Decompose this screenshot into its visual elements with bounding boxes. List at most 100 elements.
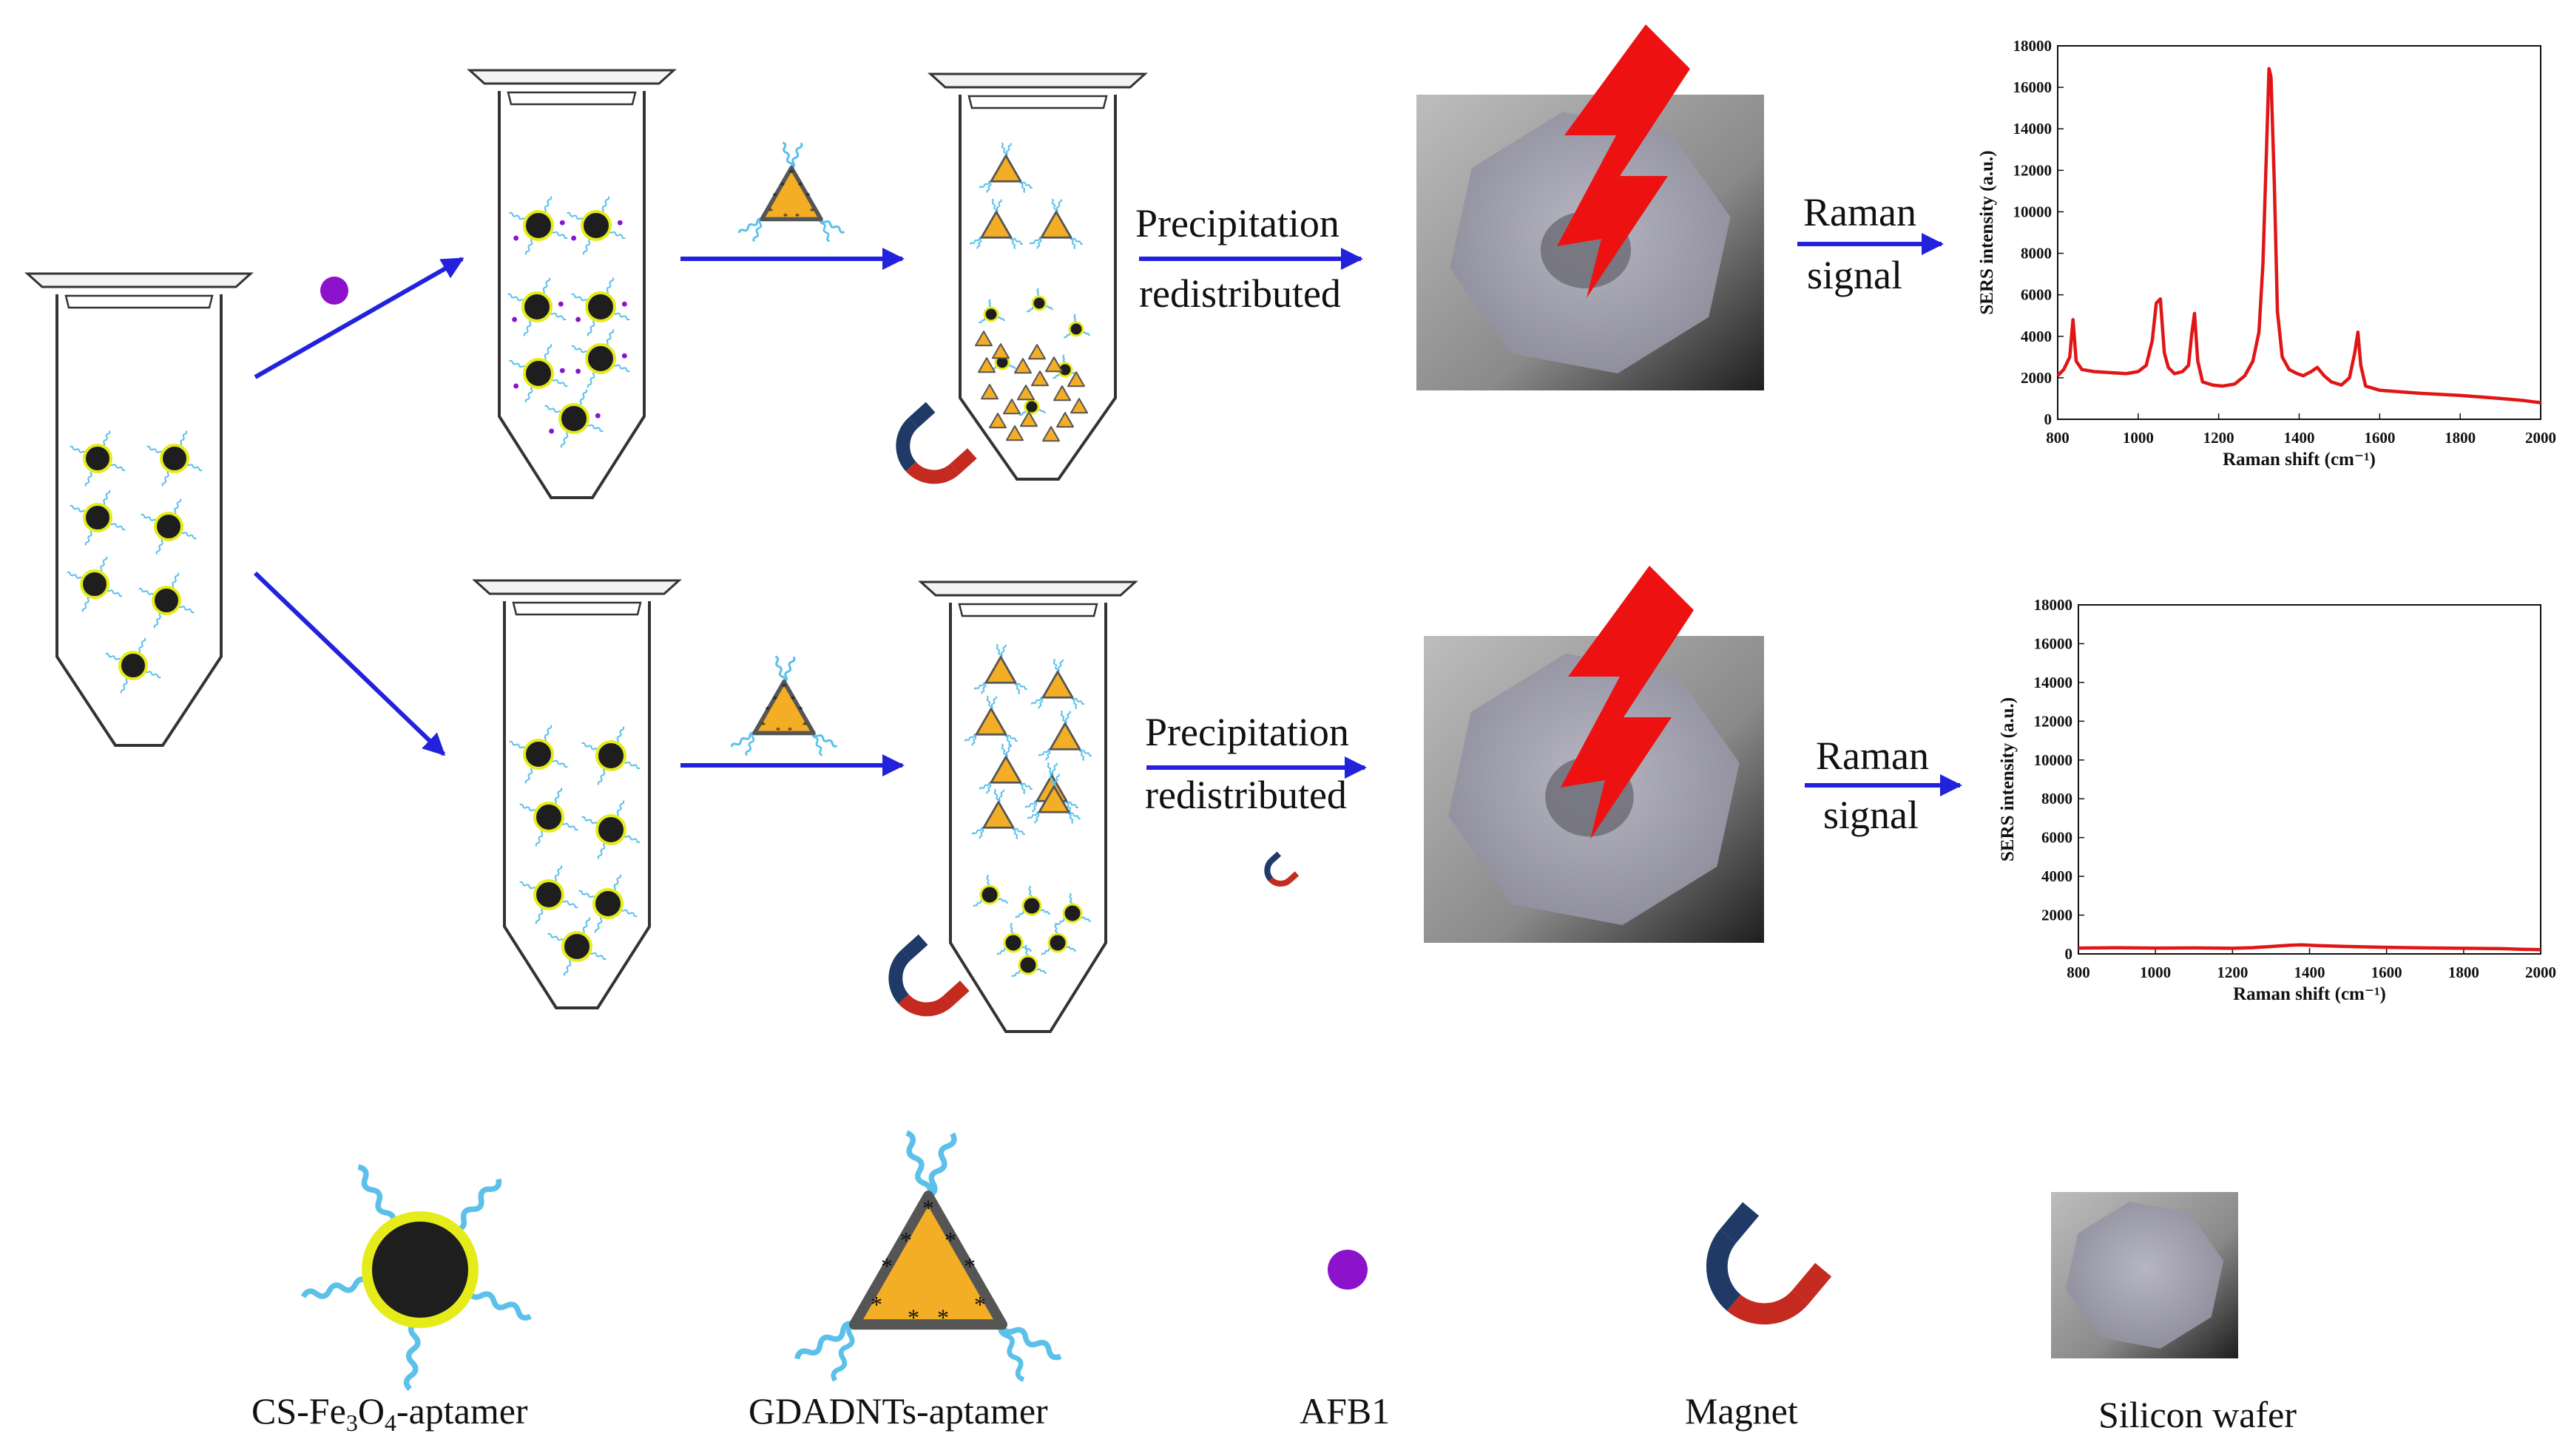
aptamer-strand	[1012, 827, 1018, 840]
cs-fe3o4-particle	[1021, 895, 1042, 916]
aptamer-strand	[1062, 354, 1066, 364]
aptamer-strand	[102, 430, 111, 447]
magnet-shape	[896, 402, 977, 484]
raman-reporter-star: *	[922, 1195, 934, 1222]
aptamer-strand	[554, 865, 563, 883]
aptamer-strand	[109, 463, 126, 472]
afb1-dot-icon	[512, 316, 518, 322]
wafer-photo-bottom	[1424, 566, 1764, 943]
tube-start	[24, 272, 254, 747]
aptamer-strand	[1028, 885, 1033, 898]
cs-fe3o4-particle	[83, 503, 112, 532]
silicon-wafer-icon	[2065, 1201, 2224, 1350]
aptamer-strand	[782, 141, 794, 169]
precipitation-label-bottom: Precipitation	[1145, 710, 1349, 754]
aptamer-strand	[986, 695, 993, 709]
aptamer-strand	[752, 218, 763, 243]
legend-afb1: AFB1	[1300, 1390, 1390, 1432]
tube-rim	[512, 601, 642, 616]
x-tick-label: 800	[2046, 429, 2070, 447]
afb1-dot-icon	[595, 413, 601, 419]
magnet-icon	[888, 934, 970, 1017]
y-tick-label: 18000	[2013, 37, 2053, 55]
aptamer-strand	[519, 803, 537, 812]
raman-reporter-star: *	[908, 1304, 919, 1330]
y-tick-label: 0	[2044, 410, 2053, 428]
aptamer-strand	[550, 759, 568, 768]
cs-fe3o4-particle	[154, 512, 183, 541]
aptamer-strand	[997, 898, 1009, 904]
process-arrows	[253, 233, 1962, 796]
aptamer-strand	[1010, 922, 1014, 935]
y-tick-label: 6000	[2021, 286, 2052, 304]
plot-frame	[2057, 45, 2541, 420]
raman-reporter-star: *	[798, 705, 803, 715]
x-tick-label: 1600	[2364, 429, 2395, 447]
aptamer-strand	[582, 237, 591, 255]
gdadnts-triangle	[1038, 785, 1070, 813]
aptamer-strand	[791, 142, 803, 169]
legend-silicon-wafer: Silicon wafer	[2098, 1394, 2297, 1435]
cs-fe3o4-particle	[581, 210, 612, 241]
raman-reporter-star: *	[964, 1253, 976, 1279]
aptamer-strand	[991, 198, 998, 212]
afb1-dot-icon	[559, 368, 565, 373]
aptamer-strand	[1057, 659, 1064, 673]
gdadnts-triangle	[1040, 211, 1072, 239]
x-tick-label: 1600	[2371, 964, 2402, 981]
aptamer-strand	[544, 344, 553, 362]
aptamer-strand	[524, 385, 533, 403]
cs-fe3o4-particle	[1068, 321, 1084, 337]
aptamer-strand	[544, 725, 553, 742]
magnet-shape	[1706, 1202, 1832, 1325]
aptamer-strand	[571, 345, 589, 353]
raman-reporter-star: *	[795, 211, 800, 222]
gdadnts-triangle	[1067, 371, 1085, 387]
cs-fe3o4-particle	[521, 291, 553, 322]
cs-fe3o4-particle	[983, 306, 999, 322]
gdadnts-triangle	[1028, 344, 1046, 360]
aptamer-strand	[1065, 946, 1077, 952]
lightning-icon	[1557, 24, 1690, 298]
afb1-dot-icon	[575, 368, 581, 374]
aptamer-strand	[597, 842, 606, 859]
magnet-red-pole	[1268, 877, 1292, 887]
magnet-icon	[1264, 851, 1300, 887]
legend-gdadnts-aptamer: GDADNTs-aptamer	[749, 1390, 1048, 1432]
aptamer-strand	[905, 1130, 933, 1198]
magnet-blue-pole	[1706, 1229, 1741, 1311]
aptamer-strand	[1070, 237, 1084, 246]
raman-reporter-star: *	[881, 1253, 893, 1279]
aptamer-strand	[601, 196, 610, 214]
aptamer-strand	[812, 733, 838, 748]
aptamer-strand	[105, 652, 122, 661]
aptamer-strand	[586, 424, 604, 433]
gdadnts-triangle	[1017, 385, 1035, 401]
aptamer-strand	[998, 789, 1004, 803]
magnet-blue-arm	[1269, 851, 1282, 863]
tube-body	[55, 294, 223, 747]
magnet-red-arm	[942, 981, 970, 1007]
magnet-red-pole	[898, 994, 953, 1017]
aptamer-strand	[144, 670, 161, 679]
aptamer-strand	[70, 504, 87, 513]
raman-reporter-star: *	[974, 1291, 986, 1318]
aptamer-strand	[544, 196, 553, 214]
afb1-dot-icon	[513, 383, 519, 389]
x-tick-label: 800	[2067, 964, 2090, 981]
y-axis-title: SERS intensity (a.u.)	[1998, 697, 2018, 861]
legend-cs-fe3o4-aptamer: CS-Fe3O4-aptamer	[251, 1390, 528, 1436]
aptamer-strand	[1032, 800, 1038, 813]
aptamer-strand	[84, 470, 93, 487]
aptamer-strand	[146, 445, 163, 454]
aptamer-strand	[1026, 306, 1035, 313]
aptamer-strand	[587, 370, 595, 388]
aptamer-strand	[1015, 682, 1028, 691]
aptamer-strand	[581, 816, 599, 824]
y-tick-label: 4000	[2041, 867, 2072, 885]
aptamer-strand	[155, 538, 164, 555]
aptamer-strand	[563, 958, 572, 976]
aptamer-strand	[173, 498, 182, 515]
aptamer-strand	[507, 293, 525, 302]
legend-afb1-icon	[1328, 1250, 1368, 1290]
